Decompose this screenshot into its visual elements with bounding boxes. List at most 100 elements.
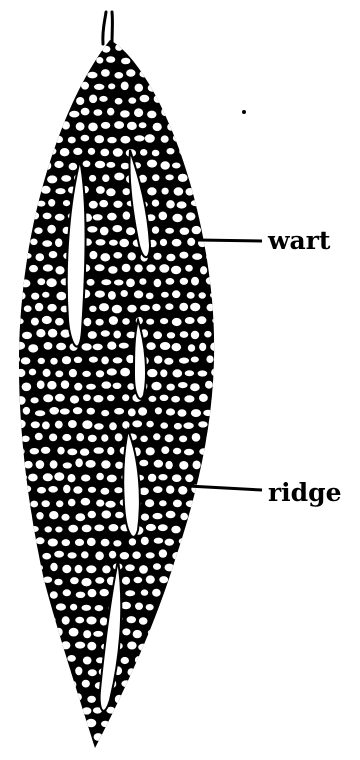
wart-bump [146, 57, 153, 66]
wart-bump [18, 577, 26, 585]
wart-bump [134, 708, 143, 717]
wart-bump [218, 433, 227, 441]
wart-bump [166, 486, 174, 494]
wart-bump [166, 278, 175, 285]
wart-bump [36, 721, 46, 729]
wart-bump [210, 292, 219, 298]
wart-bump [30, 397, 38, 403]
wart-bump [206, 434, 214, 442]
wart-bump [36, 460, 45, 469]
wart-bump [212, 603, 222, 611]
wart-bump [82, 525, 92, 533]
wart-bump [148, 474, 156, 482]
wart-bump [16, 318, 24, 324]
wart-bump [204, 331, 211, 338]
wart-bump [67, 449, 77, 456]
wart-bump [87, 72, 97, 79]
wart-bump [178, 669, 186, 678]
wart-bump [30, 578, 39, 584]
wart-bump [100, 617, 108, 625]
wart-bump [22, 383, 32, 392]
wart-bump [43, 83, 50, 90]
wart-bump [199, 109, 207, 117]
wart-bump [60, 148, 70, 156]
wart-bump [5, 265, 13, 273]
wart-bump [199, 343, 206, 351]
wart-bump [76, 97, 84, 105]
wart-bump [88, 331, 97, 339]
wart-bump [46, 278, 56, 287]
wart-bump [199, 292, 206, 298]
wart-bump [206, 564, 214, 571]
wart-bump [10, 332, 18, 339]
wart-bump [107, 108, 114, 116]
wart-bump [68, 499, 76, 507]
wart-bump [108, 83, 115, 89]
wart-bump [41, 447, 50, 454]
wart-bump [88, 435, 97, 442]
wart-bump [37, 278, 45, 285]
wart-bump [23, 722, 32, 729]
wart-bump [101, 434, 108, 442]
wart-bump [173, 109, 182, 116]
wart-bump [211, 212, 221, 220]
wart-bump [18, 732, 26, 741]
wart-bump [152, 721, 160, 729]
wart-bump [10, 720, 20, 726]
wart-bump [23, 149, 33, 156]
wart-bump [141, 537, 149, 545]
wart-bump [75, 693, 82, 701]
wart-bump [191, 722, 201, 728]
wart-bump [147, 681, 156, 689]
wart-bump [155, 407, 162, 414]
wart-bump [42, 680, 52, 687]
wart-bump [211, 707, 220, 715]
wart-bump [139, 617, 148, 624]
wart-bump [62, 616, 70, 624]
wart-bump [87, 696, 96, 703]
wart-bump [50, 43, 58, 51]
wart-bump [225, 682, 233, 688]
wart-bump [47, 124, 57, 131]
wart-bump [93, 344, 103, 351]
wart-bump [69, 82, 77, 90]
wart-bump [56, 655, 64, 661]
wart-bump [153, 331, 162, 339]
wart-bump [184, 449, 194, 456]
wart-bump [132, 680, 141, 688]
wart-bump [115, 695, 123, 704]
wart-bump [229, 537, 239, 545]
wart-bump [23, 253, 32, 259]
wart-bump [204, 719, 214, 726]
wart-bump [231, 720, 239, 727]
wart-bump [207, 304, 215, 311]
wart-bump [55, 394, 65, 402]
wart-bump [106, 56, 115, 63]
wart-bump [161, 58, 168, 67]
wart-bump [231, 277, 241, 286]
wart-bump [115, 44, 123, 51]
wart-bump [129, 538, 136, 545]
wart-bump [167, 96, 176, 104]
wart-bump [114, 173, 124, 181]
wart-bump [191, 514, 201, 522]
wart-bump [69, 369, 77, 377]
wart-bump [159, 655, 168, 663]
wart-bump [152, 695, 162, 704]
wart-bump [212, 133, 221, 142]
wart-leader-line [198, 240, 262, 241]
wart-bump [47, 175, 57, 183]
wart-bump [217, 331, 227, 338]
wart-bump [3, 368, 12, 375]
wart-bump [75, 617, 84, 624]
wart-bump [139, 278, 146, 285]
wart-bump [108, 734, 117, 740]
wart-bump [107, 137, 116, 143]
wart-bump [43, 630, 53, 636]
wart-bump [173, 734, 181, 742]
wart-bump [35, 175, 45, 184]
wart-bump [102, 46, 110, 53]
wart-bump [211, 160, 220, 168]
wart-bump [121, 732, 129, 739]
wart-bump [152, 226, 159, 233]
